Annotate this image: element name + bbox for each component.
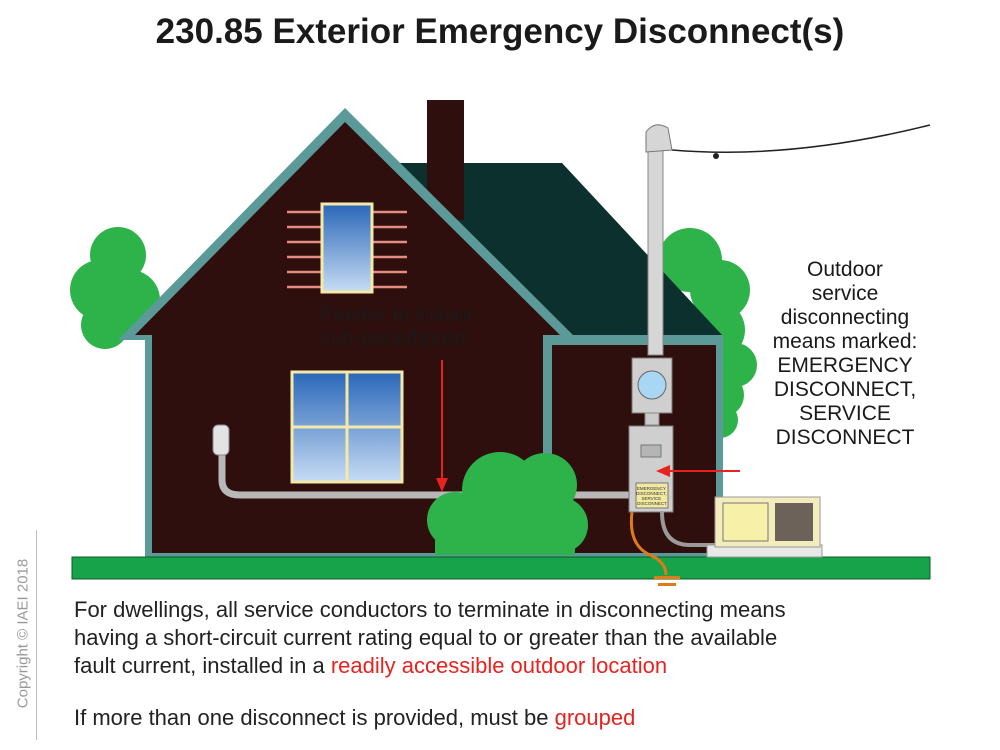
paragraph-line: having a short-circuit current rating eq… (74, 625, 778, 650)
feeder-callout: Feeder to indoor sub-panelboard (320, 303, 540, 351)
attic-window (320, 202, 374, 294)
panel-label-line: EMERGENCY (637, 486, 666, 491)
callout-line: Feeder to indoor (320, 303, 475, 326)
callout-line: SERVICE (799, 402, 891, 425)
panel-label-line: SERVICE (642, 496, 662, 501)
copyright: Copyright © IAEI 2018 (14, 558, 32, 709)
callout-line: service (811, 282, 879, 305)
callout-line: disconnecting (780, 306, 910, 329)
bush (427, 452, 588, 555)
indoor-panel-fitting (212, 424, 230, 456)
text: If more than one disconnect is provided,… (74, 705, 555, 730)
feeder-arrow (436, 360, 448, 492)
divider (36, 530, 37, 740)
panel-label-line: DISCONNECT (637, 501, 667, 506)
paragraph-line: fault current, installed in a readily ac… (74, 652, 786, 680)
svg-text:EMERGENCY DISCONNECT,: EMERGENCY DISCONNECT, SERVICE DISCONNECT (636, 486, 668, 506)
disconnect-label (635, 482, 669, 509)
callout-line: EMERGENCY (777, 354, 913, 377)
generator (706, 496, 823, 558)
weatherhead (645, 124, 673, 153)
panel-label-line: DISCONNECT, (636, 491, 667, 496)
outdoor-disconnect-callout: Outdoor service disconnecting means mark… (745, 258, 945, 450)
feeder-conduit (218, 450, 630, 499)
grouping-paragraph: If more than one disconnect is provided,… (74, 704, 635, 732)
callout-line: DISCONNECT (775, 426, 915, 449)
callout-line: means marked: (772, 330, 918, 353)
grounding-conductor (629, 511, 668, 576)
disconnect-arrow (656, 465, 740, 477)
paragraph-line: For dwellings, all service conductors to… (74, 597, 786, 622)
highlight-text: grouped (554, 705, 636, 730)
service-drop (671, 124, 931, 153)
ground (71, 556, 931, 580)
meter-dial (637, 370, 667, 400)
generator-conduit (660, 511, 715, 547)
text: fault current, installed in a (74, 653, 331, 678)
callout-line: Outdoor (807, 258, 883, 281)
window (290, 370, 404, 484)
highlight-text: readily accessible outdoor location (330, 653, 668, 678)
back-roof (395, 163, 722, 335)
callout-line: DISCONNECT, (773, 378, 917, 401)
page-title: 230.85 Exterior Emergency Disconnect(s) (155, 12, 845, 51)
requirement-paragraph: For dwellings, all service conductors to… (74, 596, 786, 680)
callout-line: sub-panelboard (320, 327, 466, 350)
service-mast (647, 149, 664, 356)
left-tree (70, 227, 160, 349)
